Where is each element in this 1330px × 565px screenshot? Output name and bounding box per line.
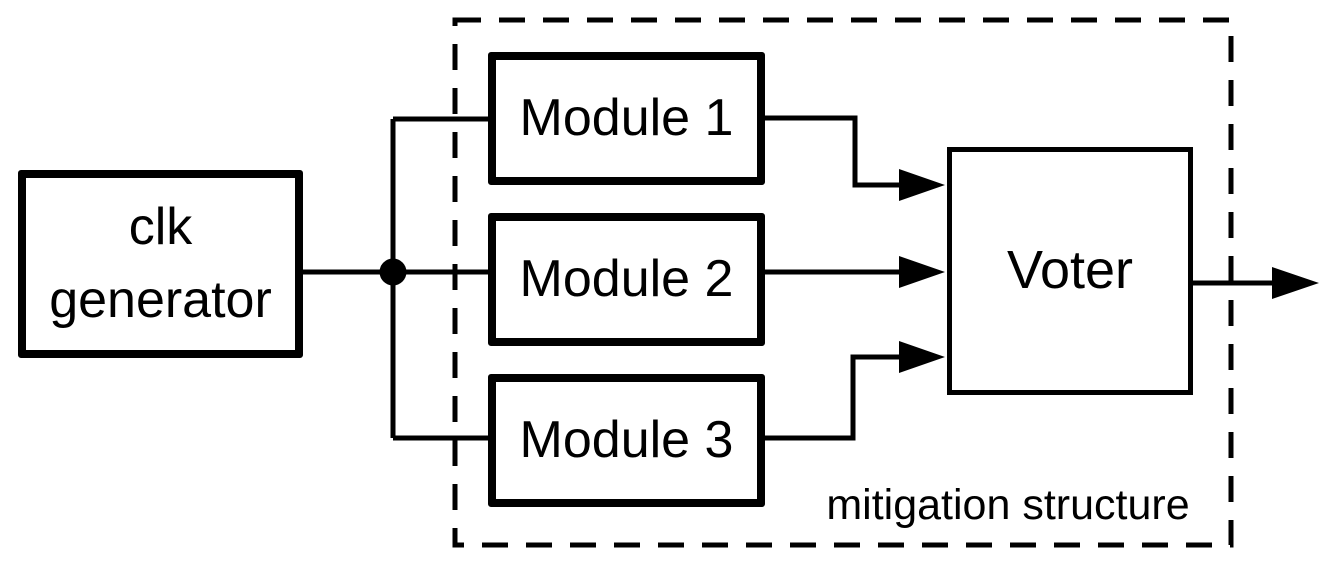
junction-dot <box>379 258 407 286</box>
output-arrowhead <box>1272 267 1319 299</box>
voter-label: Voter <box>1006 240 1134 301</box>
module-3-output-wire <box>762 354 899 441</box>
clk-generator-box: clk generator <box>18 170 303 358</box>
mitigation-structure-label: mitigation structure <box>826 481 1190 529</box>
voter-input-arrowhead-2 <box>899 256 945 288</box>
voter-input-arrowhead-3 <box>899 341 945 373</box>
module-3-label: Module 3 <box>519 411 734 470</box>
module-1-output-wire <box>762 115 899 188</box>
clk-generator-label: clk generator <box>49 198 272 329</box>
mitigation-structure-boundary <box>452 17 1234 548</box>
module-1-box: Module 1 <box>488 52 765 185</box>
module-2-box: Module 2 <box>488 213 765 346</box>
voter-input-arrowhead-1 <box>899 169 945 201</box>
voter-box: Voter <box>947 147 1193 395</box>
module-1-label: Module 1 <box>519 89 734 148</box>
module-2-label: Module 2 <box>519 250 734 309</box>
module-3-box: Module 3 <box>488 374 765 507</box>
